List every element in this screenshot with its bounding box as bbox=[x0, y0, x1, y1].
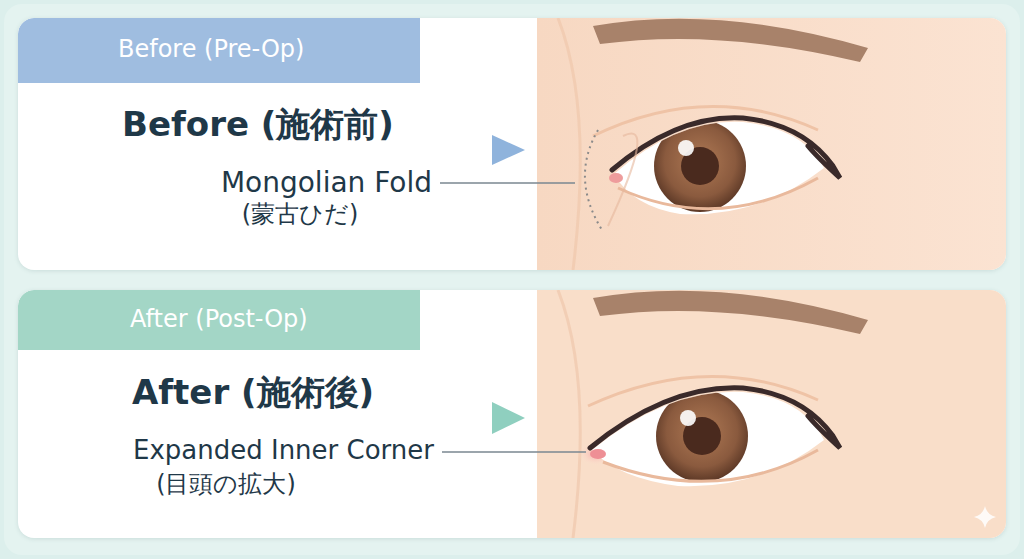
before-tab: Before (Pre-Op) bbox=[18, 18, 420, 83]
tab-title: Before (Pre-Op) bbox=[118, 35, 304, 64]
callout-label: (目頭の拡大) bbox=[156, 470, 296, 499]
panel-heading: After (施術後) bbox=[132, 372, 374, 413]
after-tab: After (Post-Op) bbox=[18, 290, 420, 350]
callout-label: Mongolian Fold bbox=[221, 166, 432, 200]
callout-label: Expanded Inner Corner bbox=[133, 435, 434, 466]
tab-title: After (Post-Op) bbox=[130, 305, 308, 334]
before-panel: Before (施術前) Before (Pre-Op) Mongolian Fol… bbox=[18, 18, 1006, 270]
after-panel: After (施術後) After (Post-Op) Expanded Inner… bbox=[18, 290, 1006, 538]
panel-heading: Before (施術前) bbox=[122, 104, 394, 145]
callout-label: (蒙古ひだ) bbox=[242, 200, 359, 229]
